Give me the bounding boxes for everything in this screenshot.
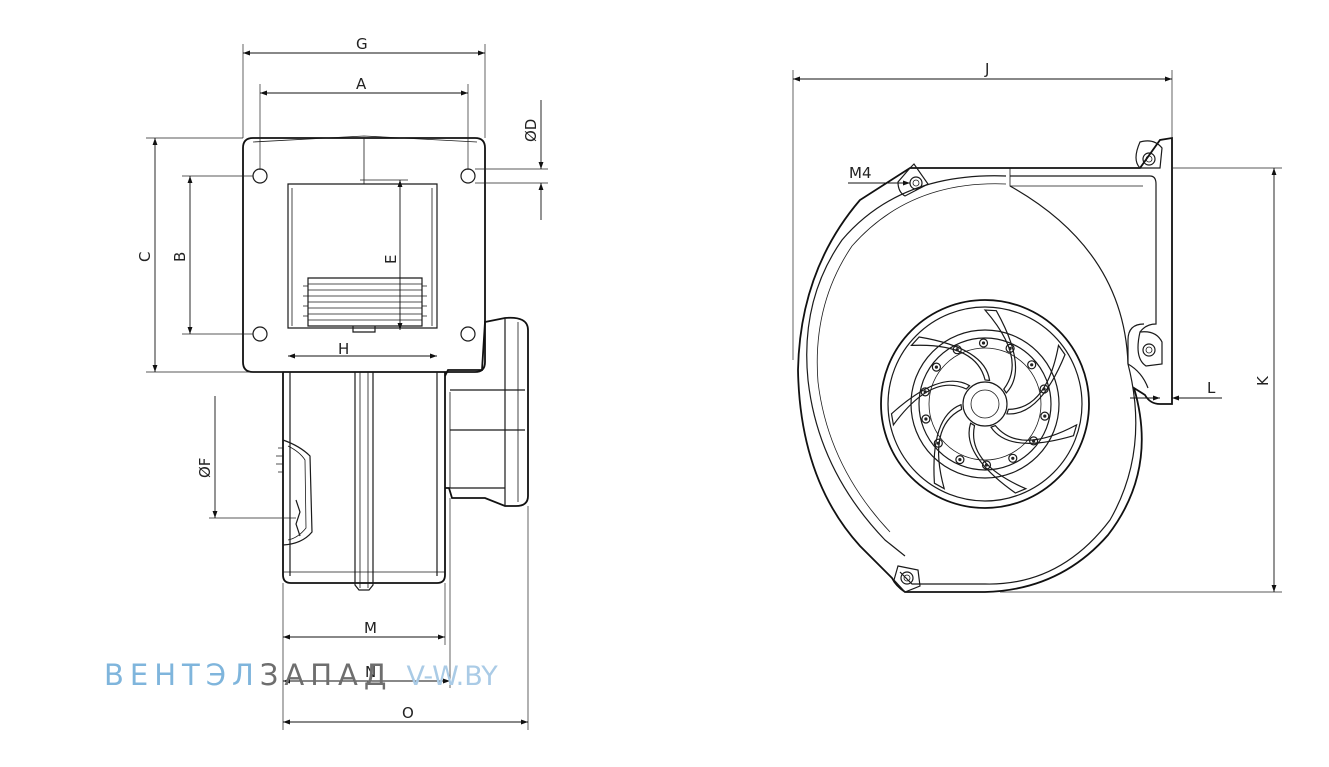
label-l: L <box>1207 379 1216 397</box>
rivet <box>1027 360 1037 370</box>
rivet <box>1040 411 1050 421</box>
dimension-d: ØD <box>475 100 548 220</box>
rivet-center <box>1008 346 1012 350</box>
impeller-visible <box>303 277 427 333</box>
callout-m4: M4 <box>848 164 910 186</box>
rivet <box>1028 436 1039 446</box>
label-k: K <box>1254 375 1272 386</box>
label-h: H <box>338 340 349 358</box>
label-o: O <box>402 704 414 722</box>
rivet-center <box>936 441 940 445</box>
watermark-part3: V-W.BY <box>406 661 498 692</box>
front-view: J K L M4 <box>792 60 1282 593</box>
rivet-center <box>955 348 959 352</box>
impeller-blade <box>1006 343 1066 415</box>
rivet-center <box>1011 456 1015 460</box>
impeller-blade <box>933 403 963 490</box>
watermark-part1: ВЕНТЭЛ <box>104 658 260 692</box>
dimension-c: C <box>136 137 283 373</box>
label-g: G <box>356 35 368 53</box>
label-e: E <box>382 255 400 264</box>
impeller-blade <box>910 336 991 382</box>
label-j: J <box>984 60 989 78</box>
motor <box>444 316 529 507</box>
rivet <box>1039 384 1049 394</box>
rivet <box>931 362 942 372</box>
dimension-j: J <box>792 60 1173 360</box>
dimension-k: K <box>1000 167 1282 593</box>
rivet <box>952 345 962 355</box>
dimension-l: L <box>1130 379 1222 401</box>
label-a: A <box>356 75 367 93</box>
rivet-center <box>958 458 962 462</box>
rivet-center <box>924 417 928 421</box>
rivet-center <box>1043 414 1047 418</box>
impeller-blade <box>983 309 1017 394</box>
rivet <box>955 455 965 465</box>
rivet <box>921 414 931 424</box>
rivet-center <box>1030 363 1034 367</box>
dimension-h: H <box>288 340 437 359</box>
label-m4: M4 <box>849 164 872 182</box>
side-view: G A C B E <box>136 35 548 730</box>
watermark: ВЕНТЭЛЗАПАД V-W.BY <box>104 658 498 692</box>
rivet-center <box>923 390 927 394</box>
rivet-center <box>984 463 989 467</box>
impeller-bolts <box>920 338 1050 470</box>
impeller-blade <box>990 423 1078 444</box>
label-c: C <box>136 252 154 262</box>
flange-plate <box>242 135 486 373</box>
rivet <box>981 460 992 470</box>
dimension-g: G <box>242 35 486 138</box>
rivet-center <box>981 341 986 345</box>
rivet <box>1008 453 1018 463</box>
impeller-blade <box>890 380 971 427</box>
dimension-m: M <box>282 583 446 730</box>
rivet-center <box>1042 387 1046 391</box>
label-n: N <box>365 663 376 681</box>
scroll-housing <box>797 136 1173 593</box>
rivet <box>920 387 930 397</box>
housing-body <box>276 372 446 591</box>
dimension-f: ØF <box>196 396 296 519</box>
dimension-e: E <box>360 179 408 330</box>
dimension-o: O <box>283 506 529 730</box>
dimension-n: N <box>283 498 451 688</box>
label-f: ØF <box>196 458 214 478</box>
label-b: B <box>171 252 189 262</box>
impeller-blade <box>968 422 1028 494</box>
dimension-a: A <box>259 75 469 170</box>
rivet <box>1005 343 1015 353</box>
label-d: ØD <box>522 119 540 142</box>
dimension-b: B <box>171 175 253 335</box>
impeller-blades <box>890 309 1078 494</box>
rivet <box>978 338 989 348</box>
impeller <box>880 299 1090 509</box>
rivet-center <box>934 365 939 369</box>
label-m: M <box>364 619 377 637</box>
rivet <box>933 438 943 448</box>
rivet-center <box>1032 439 1036 443</box>
watermark-part2: ЗАПАД <box>259 658 393 692</box>
